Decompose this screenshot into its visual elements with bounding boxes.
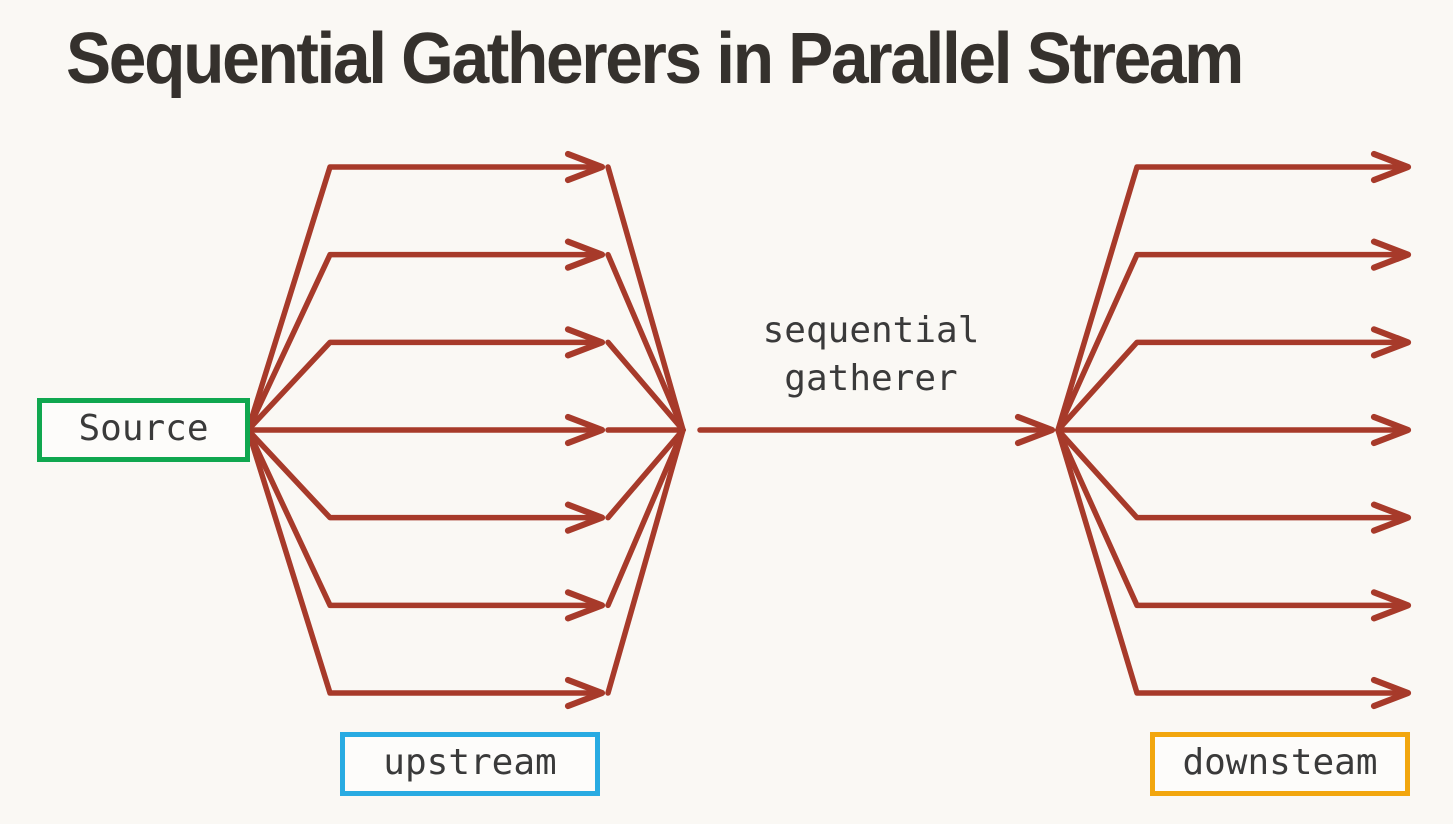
left-lane-line xyxy=(245,251,601,433)
right-lane-arrowhead-icon xyxy=(1370,413,1412,447)
right-lane-line xyxy=(1055,427,1403,609)
upstream-label-box: upstream xyxy=(340,732,600,796)
right-lane-arrowhead-icon xyxy=(1370,326,1412,359)
left-lane-arrowhead-icon xyxy=(564,589,606,622)
left-converge-line xyxy=(605,339,686,433)
left-lane-arrowhead-icon xyxy=(564,150,606,184)
gatherer-arrowhead-icon xyxy=(1014,413,1056,447)
left-lane-arrowhead-icon xyxy=(564,501,606,534)
left-lane-arrowhead-icon xyxy=(564,676,606,710)
page-title: Sequential Gatherers in Parallel Stream xyxy=(66,19,1244,99)
left-converge-line xyxy=(605,164,686,433)
left-lane-line xyxy=(245,427,601,696)
right-lane-arrowhead-icon xyxy=(1370,676,1412,710)
source-node-label: Source xyxy=(78,408,209,449)
upstream-label: upstream xyxy=(383,742,557,783)
right-lane-line xyxy=(1055,164,1403,433)
left-converge-line xyxy=(605,427,686,609)
source-node: Source xyxy=(37,398,250,462)
left-lane-line xyxy=(245,427,601,521)
right-lane-arrowhead-icon xyxy=(1370,501,1412,534)
downstream-label-box: downsteam xyxy=(1150,732,1410,796)
left-lane-line xyxy=(245,427,601,609)
left-lane-arrowhead-icon xyxy=(564,326,606,359)
right-lane-arrowhead-icon xyxy=(1370,589,1412,622)
left-converge-line xyxy=(605,427,686,696)
left-lane-line xyxy=(245,339,601,433)
downstream-label: downsteam xyxy=(1182,742,1378,783)
sequential-gatherer-label: sequential gatherer xyxy=(762,310,980,399)
right-lane-line xyxy=(1055,427,1403,521)
left-lane-arrowhead-icon xyxy=(564,413,606,447)
left-lane-line xyxy=(245,164,601,433)
right-lane-line xyxy=(1055,427,1403,696)
right-lane-arrowhead-icon xyxy=(1370,150,1412,184)
right-lane-line xyxy=(1055,251,1403,433)
right-lane-arrowhead-icon xyxy=(1370,238,1412,271)
left-converge-line xyxy=(605,427,686,521)
left-lane-arrowhead-icon xyxy=(564,238,606,271)
left-converge-line xyxy=(605,251,686,433)
right-lane-line xyxy=(1055,339,1403,433)
